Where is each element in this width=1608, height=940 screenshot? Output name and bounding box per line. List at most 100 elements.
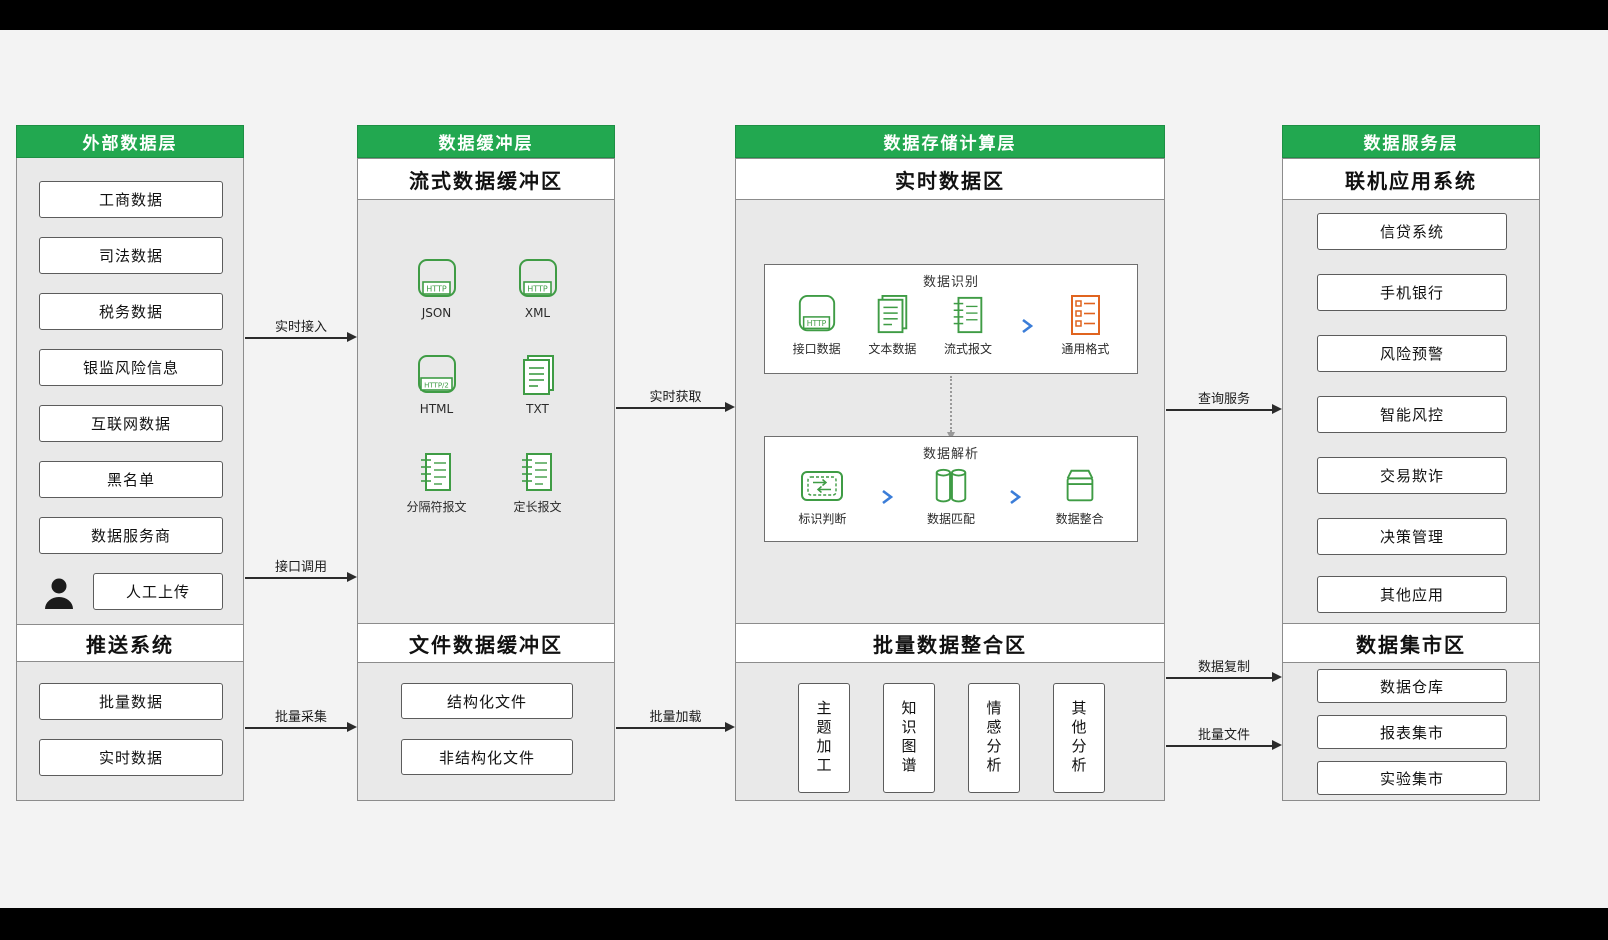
flow-arrow-head (1272, 740, 1282, 750)
flow-arrow-head (1272, 404, 1282, 414)
batch-process-box: 其他分析 (1053, 683, 1105, 793)
bottom-black-bar (0, 908, 1608, 940)
document-icon (878, 294, 908, 334)
online-systems-label: 联机应用系统 (1345, 168, 1477, 193)
realtime-zone-label: 实时数据区 (895, 168, 1005, 193)
chevron-right-icon (881, 489, 893, 504)
data-mart-box: 实验集市 (1317, 761, 1507, 795)
layer-header: 数据缓冲层 (357, 125, 615, 158)
recognition-title: 数据识别 (922, 275, 979, 290)
parsing-label: 标识判断 (798, 512, 847, 526)
flow-arrow-label: 批量采集 (274, 710, 328, 725)
parsing-title: 数据解析 (922, 447, 979, 462)
service-app-label: 信贷系统 (1379, 223, 1444, 241)
format-label: 定长报文 (513, 500, 562, 514)
format-xml: HTTP XML (514, 258, 562, 320)
batch-process-label: 其他分析 (1069, 700, 1088, 776)
data-mart-label: 数据集市区 (1356, 632, 1466, 657)
data-mart-box: 数据仓库 (1317, 669, 1507, 703)
batch-process-label: 情感分析 (984, 700, 1003, 776)
service-app-label: 手机银行 (1379, 284, 1444, 302)
batch-process-box: 情感分析 (968, 683, 1020, 793)
dotted-flow-arrow (947, 376, 955, 440)
batch-process-label: 主题加工 (814, 700, 833, 776)
flow-arrow-label: 实时获取 (649, 390, 702, 405)
batch-process-box: 主题加工 (798, 683, 850, 793)
recognition-label: 文本数据 (868, 342, 917, 356)
recognition-item-interface-data: HTTP 接口数据 (793, 294, 841, 357)
flow-arrow-label: 数据复制 (1197, 660, 1251, 675)
data-source-box: 工商数据 (39, 181, 223, 218)
format-fixed-length-message: 定长报文 (513, 450, 562, 515)
data-source-label: 司法数据 (98, 247, 163, 265)
chevron-right-icon (1021, 318, 1033, 333)
recognition-item-common-format: 通用格式 (1061, 294, 1109, 357)
recognition-label: 通用格式 (1061, 342, 1110, 356)
data-source-label: 税务数据 (98, 303, 163, 321)
data-mart-item-label: 数据仓库 (1379, 677, 1444, 696)
stream-buffer-label: 流式数据缓冲区 (409, 168, 563, 193)
batch-process-box: 知识图谱 (883, 683, 935, 793)
data-source-box: 税务数据 (39, 293, 223, 330)
format-html: HTTP/2 HTML (413, 354, 461, 416)
file-type-label: 非结构化文件 (438, 748, 535, 767)
service-app-box: 智能风控 (1317, 396, 1507, 433)
notebook-icon (953, 296, 983, 334)
data-source-label: 工商数据 (98, 191, 163, 209)
format-label: TXT (526, 402, 549, 416)
chevron-right-icon (1010, 489, 1022, 504)
recognition-panel: 数据识别 HTTP 接口数据 (764, 264, 1138, 374)
manual-upload-box: 人工上传 (93, 573, 223, 610)
data-mart-box: 报表集市 (1317, 715, 1507, 749)
parsing-row: 标识判断 数据匹配 (765, 466, 1137, 527)
flow-arrow-head (725, 402, 735, 412)
file-type-label: 结构化文件 (446, 692, 527, 711)
stream-buffer-title: 流式数据缓冲区 (357, 158, 615, 200)
notebook-icon (522, 453, 553, 491)
http-file-icon: HTTP/2 (417, 355, 456, 393)
service-app-box: 信贷系统 (1317, 213, 1507, 250)
flow-arrow-line (1166, 677, 1275, 679)
push-system-label: 推送系统 (86, 632, 174, 657)
layer-external-data: 外部数据层 工商数据 司法数据 税务数据 银监风险信息 互联网数据 黑名单 数据… (16, 125, 244, 801)
file-buffer-title: 文件数据缓冲区 (357, 623, 615, 663)
format-json: HTTP JSON (413, 258, 461, 320)
flow-arrow-line (245, 727, 350, 729)
parsing-panel: 数据解析 标识判断 (764, 436, 1138, 542)
push-data-box: 实时数据 (39, 739, 223, 776)
storage-box-icon (1066, 469, 1093, 502)
data-source-label: 互联网数据 (90, 415, 171, 433)
flow-arrow-label: 批量文件 (1197, 728, 1251, 743)
stream-format-grid: HTTP JSON HTTP XML HTTP/2 HTML (386, 258, 588, 515)
svg-text:HTTP/2: HTTP/2 (424, 382, 449, 390)
service-app-box: 风险预警 (1317, 335, 1507, 372)
notebook-icon (421, 453, 452, 491)
format-txt: TXT (517, 354, 559, 416)
recognition-label: 流式报文 (944, 342, 993, 356)
flow-arrow-label: 批量加载 (649, 710, 702, 725)
parsing-item-data-match: 数据匹配 (927, 466, 975, 527)
svg-text:HTTP: HTTP (806, 319, 826, 328)
data-mart-title: 数据集市区 (1282, 623, 1540, 663)
flow-arrow-line (245, 577, 350, 579)
layer-header-label: 外部数据层 (82, 134, 178, 154)
online-systems-title: 联机应用系统 (1282, 158, 1540, 200)
format-label: 分隔符报文 (406, 500, 467, 514)
format-delimiter-message: 分隔符报文 (406, 450, 467, 515)
service-app-label: 决策管理 (1379, 528, 1444, 546)
svg-text:HTTP: HTTP (426, 285, 447, 294)
flow-arrow-line (1166, 409, 1275, 411)
push-system-header: 推送系统 (16, 624, 244, 662)
http-file-icon: HTTP (518, 259, 557, 297)
parsing-item-identifier-judgment: 标识判断 (798, 466, 846, 527)
flow-arrow-line (245, 337, 350, 339)
person-icon (45, 578, 73, 609)
top-black-bar (0, 0, 1608, 30)
svg-text:HTTP: HTTP (527, 285, 548, 294)
data-source-label: 黑名单 (106, 471, 155, 489)
card-transform-icon (801, 471, 844, 501)
recognition-item-text-data: 文本数据 (868, 294, 916, 357)
recognition-label: 接口数据 (792, 342, 841, 356)
flow-arrow-line (616, 727, 728, 729)
format-label: HTML (419, 402, 454, 416)
